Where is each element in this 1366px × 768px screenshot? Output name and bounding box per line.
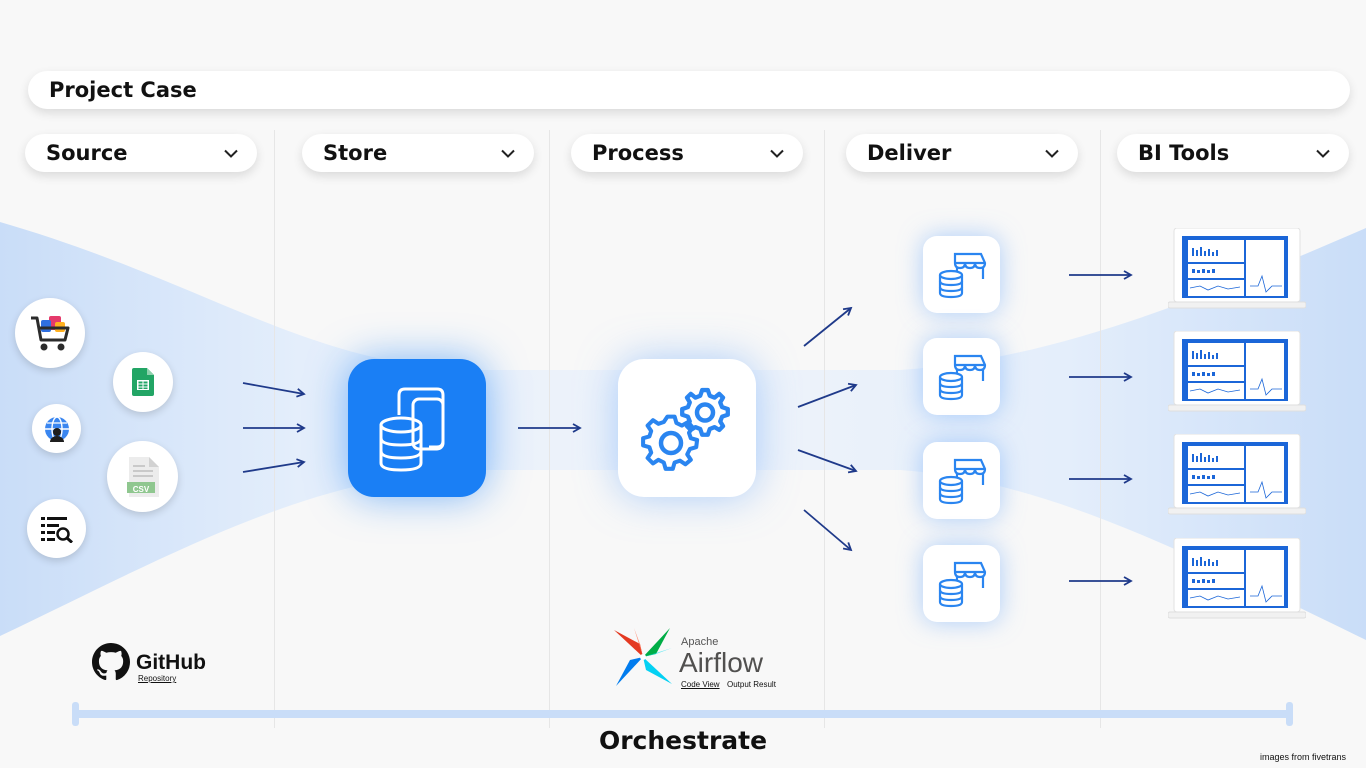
github-logo[interactable]: GitHub Repository xyxy=(92,643,222,687)
stage-dropdown-deliver[interactable]: Deliver xyxy=(846,134,1078,172)
stage-label: BI Tools xyxy=(1138,141,1230,165)
stage-dropdown-process[interactable]: Process xyxy=(571,134,803,172)
orchestrate-timeline-bar xyxy=(72,702,1293,726)
github-wordmark: GitHub xyxy=(136,651,206,674)
project-title-text: Project Case xyxy=(49,78,197,102)
source-web xyxy=(32,404,81,453)
globe-icon xyxy=(44,415,69,442)
dashboard-laptop-icon xyxy=(1168,228,1306,309)
stage-dropdown-store[interactable]: Store xyxy=(302,134,534,172)
data-mart-icon xyxy=(938,458,986,504)
source-csv-file: CSV xyxy=(107,441,178,512)
image-credit: images from fivetrans xyxy=(1259,752,1346,762)
airflow-logo: Apache Airflow Code View Output Result xyxy=(612,626,792,690)
google-sheets-icon xyxy=(132,368,154,396)
database-storage-icon xyxy=(379,387,445,472)
source-ecommerce xyxy=(15,298,85,368)
airflow-wordmark: Airflow xyxy=(679,647,764,678)
gears-icon xyxy=(641,387,730,471)
stage-dropdown-bi-tools[interactable]: BI Tools xyxy=(1117,134,1349,172)
airflow-pinwheel-icon xyxy=(614,628,672,686)
data-mart-icon xyxy=(938,252,986,298)
source-google-sheets xyxy=(113,352,173,412)
column-divider xyxy=(274,130,275,728)
chevron-down-icon xyxy=(1315,145,1331,161)
process-node xyxy=(618,359,756,497)
csv-label: CSV xyxy=(132,485,150,494)
stage-label: Deliver xyxy=(867,141,952,165)
project-title: Project Case xyxy=(28,71,1350,109)
column-divider xyxy=(824,130,825,728)
column-divider xyxy=(549,130,550,728)
data-mart-icon xyxy=(938,354,986,400)
chevron-down-icon xyxy=(223,145,239,161)
data-mart-node xyxy=(923,338,1000,415)
stage-label: Store xyxy=(323,141,388,165)
code-view-link[interactable]: Code View xyxy=(681,680,720,689)
repository-link[interactable]: Repository xyxy=(138,674,177,683)
chevron-down-icon xyxy=(500,145,516,161)
data-mart-icon xyxy=(938,561,986,607)
search-list-icon xyxy=(40,516,73,543)
orchestrate-label: Orchestrate xyxy=(598,726,768,755)
shopping-cart-icon xyxy=(31,316,70,351)
github-icon xyxy=(92,643,130,681)
stage-dropdown-source[interactable]: Source xyxy=(25,134,257,172)
stage-label: Process xyxy=(592,141,684,165)
data-mart-node xyxy=(923,545,1000,622)
chevron-down-icon xyxy=(769,145,785,161)
chevron-down-icon xyxy=(1044,145,1060,161)
store-node xyxy=(348,359,486,497)
csv-file-icon xyxy=(126,456,159,497)
data-mart-node xyxy=(923,442,1000,519)
apache-label: Apache xyxy=(681,636,719,648)
dashboard-laptop-icon xyxy=(1168,331,1306,412)
dashboard-laptop-icon xyxy=(1168,538,1306,619)
column-divider xyxy=(1100,130,1101,728)
output-result-link[interactable]: Output Result xyxy=(727,680,776,689)
stage-label: Source xyxy=(46,141,128,165)
data-mart-node xyxy=(923,236,1000,313)
dashboard-laptop-icon xyxy=(1168,434,1306,515)
source-query-list xyxy=(27,499,86,558)
